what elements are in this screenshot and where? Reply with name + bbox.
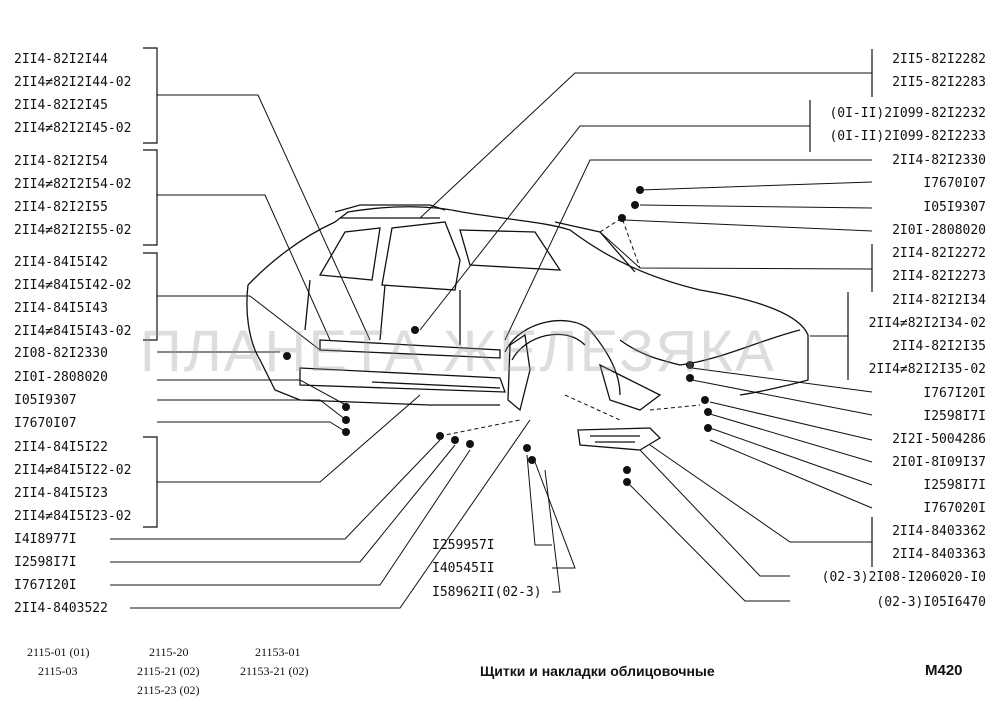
watermark: ПЛАНЕТА ЖЕЛЕЗЯКА xyxy=(140,319,776,384)
part-label: I2598I7I xyxy=(14,555,77,570)
part-label: 2II4≠84I5I23-02 xyxy=(14,509,132,524)
part-label: 2II4-8403362 xyxy=(892,524,986,539)
part-label: 2II4-82I2I44 xyxy=(14,52,108,67)
part-label: 2II4≠84I5I43-02 xyxy=(14,324,132,339)
part-label: 2II4-82I2I45 xyxy=(14,98,108,113)
model-code: 2115-21 (02) xyxy=(137,664,200,678)
part-label: 2II4-84I5I42 xyxy=(14,255,108,270)
part-label: I7670I07 xyxy=(14,416,77,431)
part-label: 2II4-82I2330 xyxy=(892,153,986,168)
part-label: 2I0I-2808020 xyxy=(892,223,986,238)
part-label: I767020I xyxy=(923,501,986,516)
part-label: 2I0I-2808020 xyxy=(14,370,108,385)
part-label: 2II4≠82I2I55-02 xyxy=(14,223,132,238)
part-label: I2598I7I xyxy=(923,409,986,424)
page-title: Щитки и накладки облицовочные xyxy=(480,663,715,679)
part-label: 2II4-82I2I34 xyxy=(892,293,986,308)
model-code: 21153-21 (02) xyxy=(240,664,309,678)
part-label: 2II4≠84I5I42-02 xyxy=(14,278,132,293)
part-label: 2II4-82I2272 xyxy=(892,246,986,261)
part-label: I05I9307 xyxy=(923,200,986,215)
part-label: 2II4-82I2273 xyxy=(892,269,986,284)
part-label: 2II4-84I5I23 xyxy=(14,486,108,501)
part-label: 2II4-82I2I55 xyxy=(14,200,108,215)
part-label: 2II4≠82I2I45-02 xyxy=(14,121,132,136)
model-code: 2115-20 xyxy=(149,645,189,659)
part-label: I2598I7I xyxy=(923,478,986,493)
part-label: 2II4≠82I2I35-02 xyxy=(868,362,986,377)
part-label: 2II5-82I2282 xyxy=(892,52,986,67)
part-label: 2II4≠82I2I44-02 xyxy=(14,75,132,90)
part-label: I4I8977I xyxy=(14,532,77,547)
part-label: 2II4-8403522 xyxy=(14,601,108,616)
part-label: 2II4-82I2I35 xyxy=(892,339,986,354)
page-code: M420 xyxy=(925,662,963,679)
part-label: (02-3)2I08-I206020-I0 xyxy=(821,570,986,585)
part-label: (0I-II)2I099-82I2232 xyxy=(829,106,986,121)
dashed-leaders xyxy=(439,217,701,437)
part-label: (02-3)I05I6470 xyxy=(876,595,986,610)
part-label: I767I20I xyxy=(14,578,77,593)
part-label: 2II5-82I2283 xyxy=(892,75,986,90)
part-label: 2II4-84I5I43 xyxy=(14,301,108,316)
part-label: (0I-II)2I099-82I2233 xyxy=(829,129,986,144)
part-label: 2II4≠82I2I54-02 xyxy=(14,177,132,192)
part-label: 2II4-8403363 xyxy=(892,547,986,562)
part-label: 2I2I-5004286 xyxy=(892,432,986,447)
leader-lines xyxy=(110,72,873,609)
car-outline xyxy=(246,204,809,451)
part-label: I7670I07 xyxy=(923,176,986,191)
part-label: I259957I xyxy=(432,538,495,553)
model-code: 2115-03 xyxy=(38,664,78,678)
part-label: I40545II xyxy=(432,561,495,576)
part-label: I58962II(02-3) xyxy=(432,585,542,600)
part-label: 2I0I-8I09I37 xyxy=(892,455,986,470)
part-label: I05I9307 xyxy=(14,393,77,408)
model-code: 2115-01 (01) xyxy=(27,645,90,659)
part-label: 2II4-82I2I54 xyxy=(14,154,108,169)
model-code: 2115-23 (02) xyxy=(137,683,200,697)
part-label: 2II4≠82I2I34-02 xyxy=(868,316,986,331)
model-code: 21153-01 xyxy=(255,645,301,659)
part-label: 2I08-82I2330 xyxy=(14,346,108,361)
label-brackets xyxy=(143,47,873,567)
part-label: I767I20I xyxy=(923,386,986,401)
part-label: 2II4-84I5I22 xyxy=(14,440,108,455)
part-label: 2II4≠84I5I22-02 xyxy=(14,463,132,478)
